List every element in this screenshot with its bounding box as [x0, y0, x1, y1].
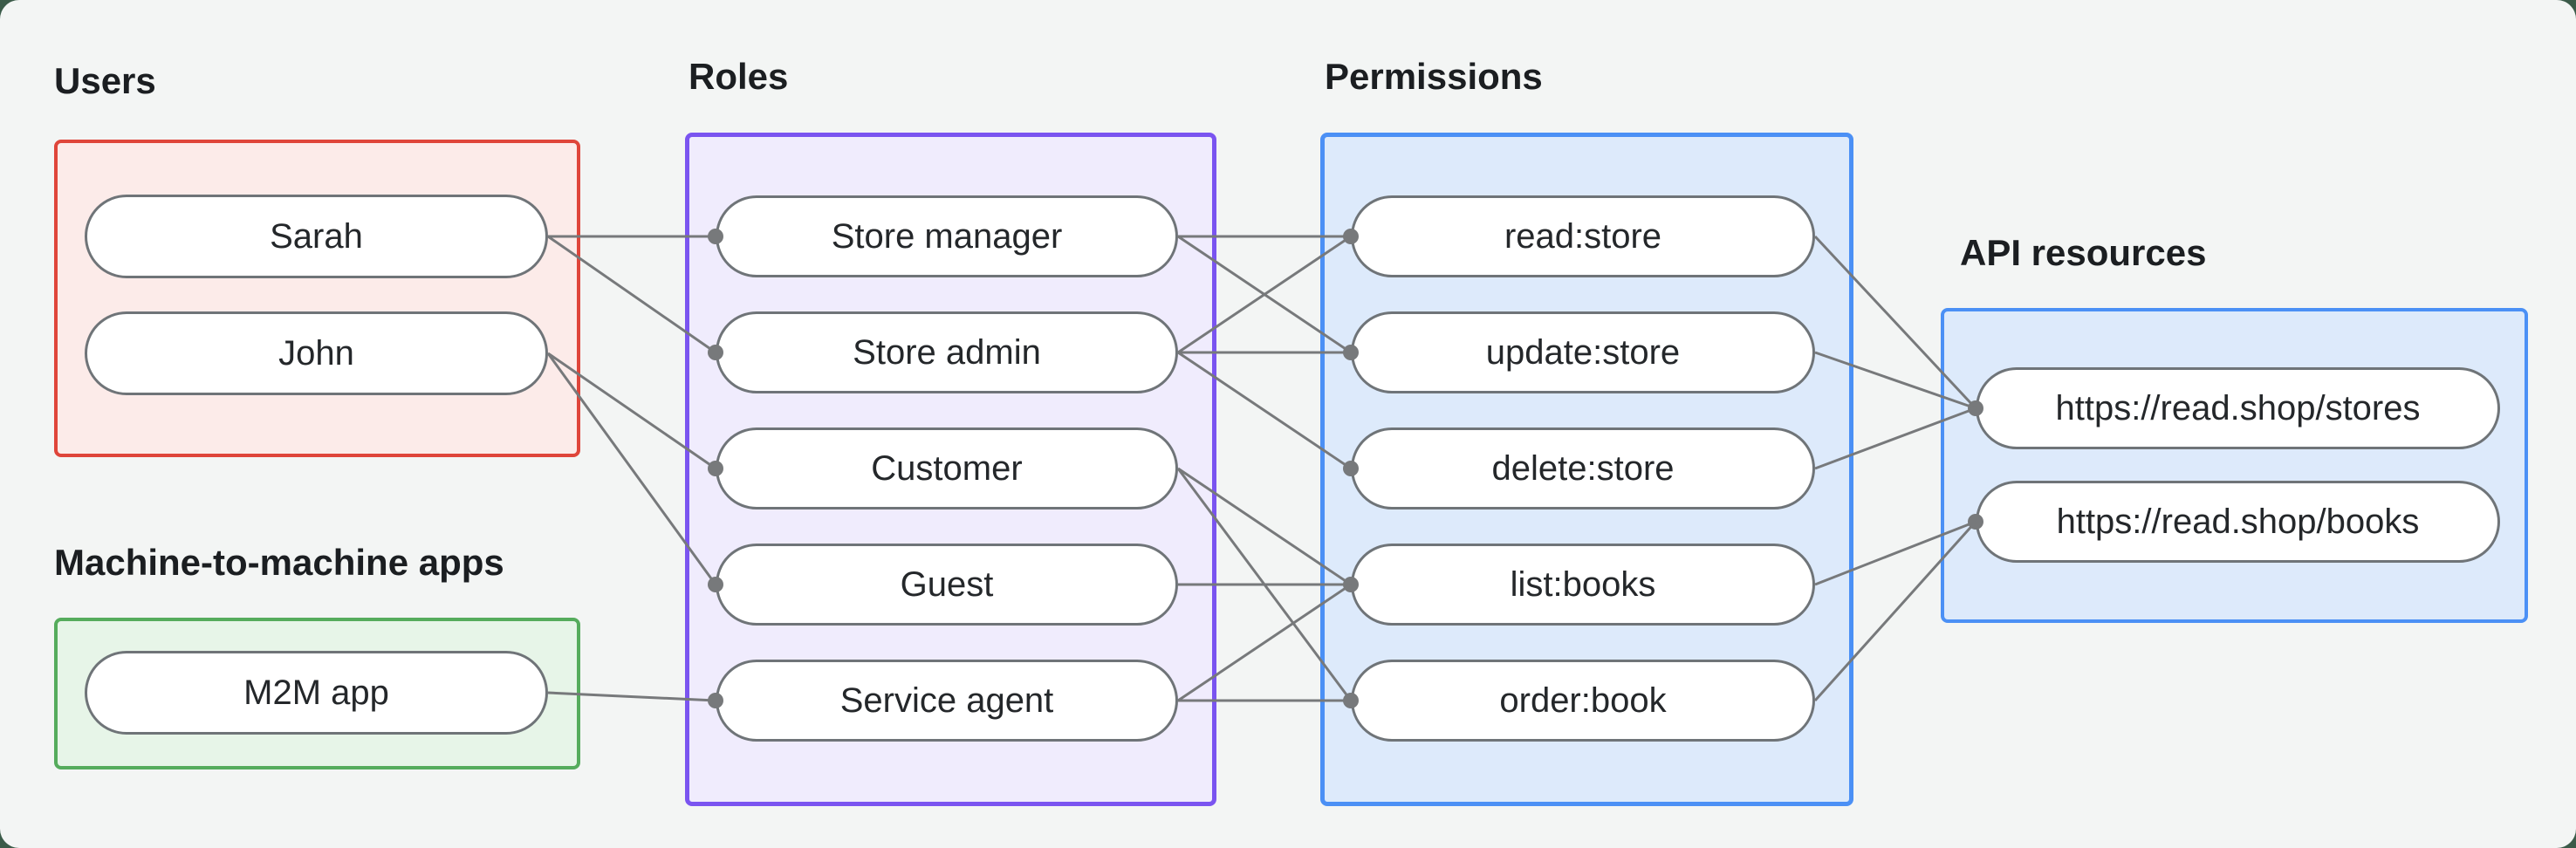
node-label-books-api: https://read.shop/books — [2056, 502, 2420, 541]
node-service-agent: Service agent — [716, 660, 1178, 742]
node-update-store: update:store — [1351, 311, 1815, 393]
node-order-book: order:book — [1351, 660, 1815, 742]
node-label-store-admin: Store admin — [853, 332, 1041, 372]
node-label-guest: Guest — [900, 564, 994, 604]
node-label-customer: Customer — [871, 448, 1023, 488]
node-label-sarah: Sarah — [270, 216, 363, 256]
m2m-group-label: Machine-to-machine apps — [54, 542, 504, 583]
node-label-m2m-app: M2M app — [243, 673, 389, 712]
node-delete-store: delete:store — [1351, 427, 1815, 509]
node-john: John — [85, 311, 548, 395]
node-label-list-books: list:books — [1510, 564, 1656, 604]
node-sarah: Sarah — [85, 195, 548, 278]
node-label-stores-api: https://read.shop/stores — [2055, 388, 2421, 427]
permissions-group-label: Permissions — [1325, 56, 1543, 97]
node-books-api: https://read.shop/books — [1976, 481, 2500, 563]
node-label-service-agent: Service agent — [839, 680, 1054, 720]
node-store-manager: Store manager — [716, 195, 1178, 277]
node-stores-api: https://read.shop/stores — [1976, 367, 2500, 449]
users-group-label: Users — [54, 60, 156, 101]
api-group-box — [1941, 308, 2528, 623]
node-label-order-book: order:book — [1499, 680, 1667, 720]
node-m2m-app: M2M app — [85, 651, 548, 735]
node-label-store-manager: Store manager — [831, 216, 1063, 256]
node-store-admin: Store admin — [716, 311, 1178, 393]
node-label-delete-store: delete:store — [1491, 448, 1675, 488]
node-label-update-store: update:store — [1485, 332, 1681, 372]
node-guest: Guest — [716, 544, 1178, 626]
node-read-store: read:store — [1351, 195, 1815, 277]
users-group-box — [54, 140, 580, 457]
node-label-read-store: read:store — [1504, 216, 1662, 256]
node-label-john: John — [278, 333, 354, 373]
api-group-label: API resources — [1960, 232, 2207, 273]
node-customer: Customer — [716, 427, 1178, 509]
node-list-books: list:books — [1351, 544, 1815, 626]
roles-group-label: Roles — [689, 56, 789, 97]
